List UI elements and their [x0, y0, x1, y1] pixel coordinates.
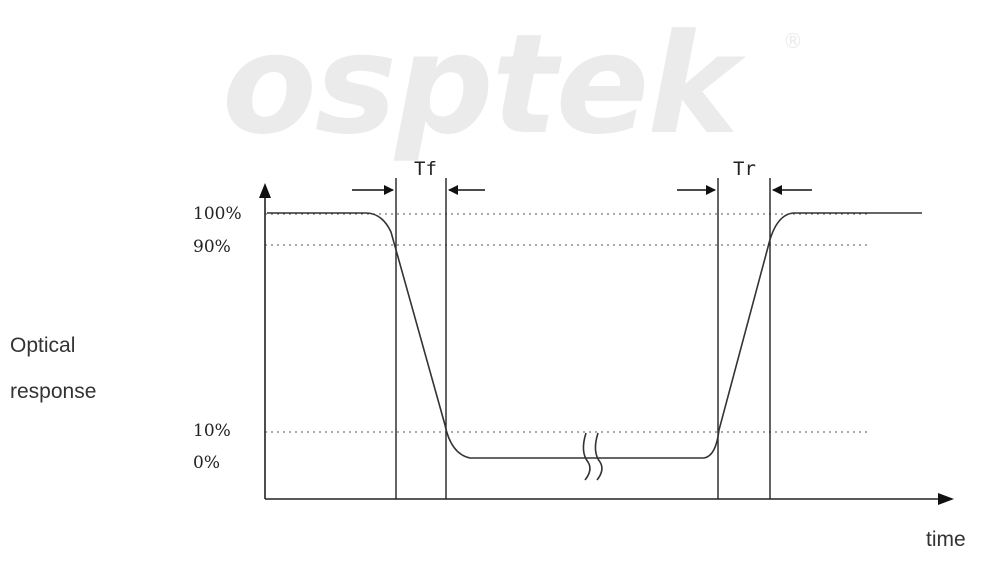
- watermark-logo: osptek: [222, 4, 746, 165]
- break-mark-right: [594, 432, 603, 481]
- y-axis-label-line2: response: [10, 380, 96, 403]
- y-axis-label-line1: Optical: [10, 334, 75, 357]
- level-100-label: 100%: [193, 204, 242, 224]
- response-waveform: [267, 212, 922, 459]
- level-90-label: 90%: [193, 237, 231, 257]
- registered-mark: ®: [783, 29, 803, 53]
- level-0-label: 0%: [193, 453, 220, 473]
- y-axis-arrowhead: [259, 183, 271, 198]
- rise-time-label: Tr: [733, 158, 756, 180]
- break-mark-left: [582, 432, 591, 481]
- fall-time-label: Tf: [414, 158, 437, 180]
- x-axis-arrowhead: [938, 493, 954, 505]
- level-10-label: 10%: [193, 421, 231, 441]
- x-axis-label: time: [926, 528, 966, 551]
